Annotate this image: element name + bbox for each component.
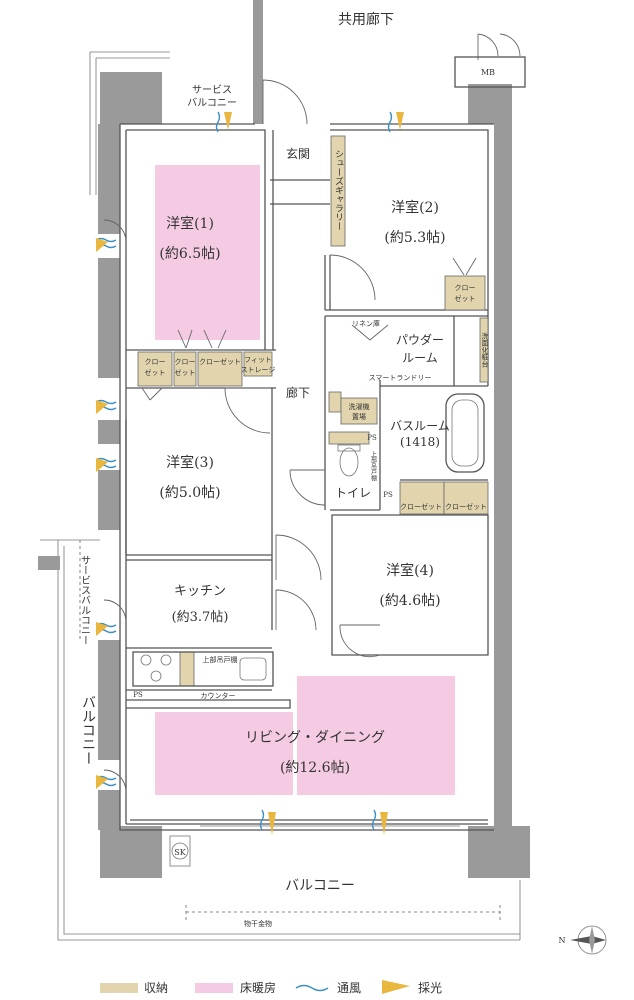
label-counter: カウンター: [201, 691, 236, 700]
label-linen: リネン庫: [352, 319, 380, 328]
label-ps-1: PS: [367, 434, 377, 442]
shoes-gallery: [330, 135, 346, 247]
label-closet-room4-a: クローゼット: [400, 502, 442, 511]
label-powder-2: ルーム: [402, 351, 438, 365]
laundry-shelf: [328, 391, 342, 413]
label-room2-size: (約5.3帖): [384, 230, 445, 246]
legend-heating-label: 床暖房: [240, 980, 276, 995]
label-room4-name: 洋室(4): [386, 562, 434, 579]
label-living-size: (約12.6帖): [280, 760, 350, 776]
label-closet-room3-1: クロー: [145, 358, 166, 366]
legend-storage-label: 収納: [144, 981, 168, 995]
label-kitchen-name: キッチン: [174, 584, 226, 599]
label-room1-size: (約6.5帖): [159, 246, 220, 262]
label-sk: SK: [174, 848, 186, 857]
kitchen-sink: [239, 657, 267, 681]
legend-daylight-label: 採光: [418, 981, 442, 995]
label-common-corridor: 共用廊下: [338, 11, 394, 28]
label-washbasin: 洗面化粧台: [481, 332, 489, 369]
kitchen-counter: [132, 651, 274, 687]
daylight-marks: [96, 112, 404, 835]
label-closet-room3-2: ゼット: [145, 368, 166, 377]
label-upper-cabinet-toilet: 上部吊戸棚: [370, 450, 377, 482]
label-balcony-side: バルコニー: [80, 695, 96, 765]
label-service-balcony-side: サービスバルコニー: [79, 555, 91, 645]
label-living-name: リビング・ダイニング: [245, 730, 385, 746]
legend-ventilation-icon: [295, 984, 329, 992]
kitchen-counter-storage: [179, 651, 195, 687]
fixtures: [130, 56, 526, 867]
label-room4-size: (約4.6帖): [379, 593, 440, 609]
heating-living-right: [297, 676, 455, 795]
label-mb: MB: [481, 68, 495, 77]
closet-room1-b: [197, 351, 243, 387]
floor-heating-areas: [155, 165, 455, 795]
label-room3-name: 洋室(3): [166, 454, 214, 471]
label-closet-room1a-1: クロー: [175, 358, 196, 366]
label-balcony-bottom: バルコニー: [285, 878, 355, 894]
walls: [38, 0, 530, 878]
legend: 収納 床暖房 通風 採光: [100, 980, 442, 995]
legend-storage-swatch: [100, 983, 138, 993]
label-closet-room2-1: クロー: [455, 284, 476, 292]
washer-area: [340, 397, 378, 425]
toilet-bowl: [339, 447, 359, 477]
label-fit-storage-2: ストレージ: [241, 366, 276, 374]
legend-ventilation-label: 通風: [337, 981, 361, 995]
closet-room4-a: [399, 481, 445, 515]
dashed-lines: [79, 540, 501, 920]
doors: [103, 33, 521, 793]
label-fit-storage-1: フィット: [244, 356, 272, 364]
compass: N: [559, 925, 607, 955]
label-closet-room2-2: ゼット: [455, 294, 476, 303]
storage-areas: [137, 135, 489, 687]
label-washer-2: 置場: [352, 412, 366, 421]
closet-room3: [137, 351, 173, 387]
toilet-storage: [328, 431, 370, 445]
label-washer-1: 洗濯機: [349, 402, 370, 411]
heating-room1: [155, 165, 260, 340]
label-room1-name: 洋室(1): [166, 215, 214, 232]
label-room2-name: 洋室(2): [391, 199, 439, 216]
label-closet-room1b: クローゼット: [199, 357, 241, 366]
label-upper-cabinet-kitchen: 上部吊戸棚: [203, 655, 238, 664]
fit-storage: [243, 351, 273, 377]
closet-room4-b: [443, 481, 489, 515]
label-shoes-gallery: シューズギャラリー: [333, 150, 344, 231]
heating-living-left: [155, 712, 293, 795]
balcony-rails: [40, 51, 521, 941]
washbasin-storage: [479, 317, 489, 383]
legend-heating-swatch: [195, 983, 233, 993]
label-service-balcony-top-2: バルコニー: [187, 97, 237, 109]
label-service-balcony-top-1: サービス: [192, 84, 232, 96]
label-closet-room1a-2: ゼット: [175, 368, 196, 377]
label-toilet: トイレ: [335, 486, 371, 500]
legend-daylight-icon: [382, 980, 410, 994]
label-drying-rack: 物干金物: [244, 919, 272, 928]
label-smart-laundry: スマートランドリー: [369, 374, 432, 382]
label-kitchen-size: (約3.7帖): [172, 610, 229, 625]
label-bath-size: (1418): [400, 435, 440, 449]
closet-room1-a: [173, 351, 197, 387]
label-bath-name: バスルーム: [390, 419, 450, 433]
label-entrance: 玄関: [286, 146, 310, 161]
label-ps-kitchen: PS: [133, 691, 143, 699]
label-closet-room4-b: クローゼット: [445, 502, 487, 511]
labels: 共用廊下 MB サービス バルコニー 玄関 シューズギャラリー 洋室(1) (約…: [79, 11, 496, 928]
bathtub: [445, 393, 485, 473]
label-room3-size: (約5.0帖): [159, 485, 220, 501]
compass-north-label: N: [559, 936, 566, 945]
closet-room2: [444, 275, 486, 311]
label-hallway: 廊下: [286, 385, 310, 400]
label-ps-2: PS: [383, 491, 393, 499]
mb-box: [454, 56, 526, 88]
label-powder-1: パウダー: [396, 332, 444, 347]
